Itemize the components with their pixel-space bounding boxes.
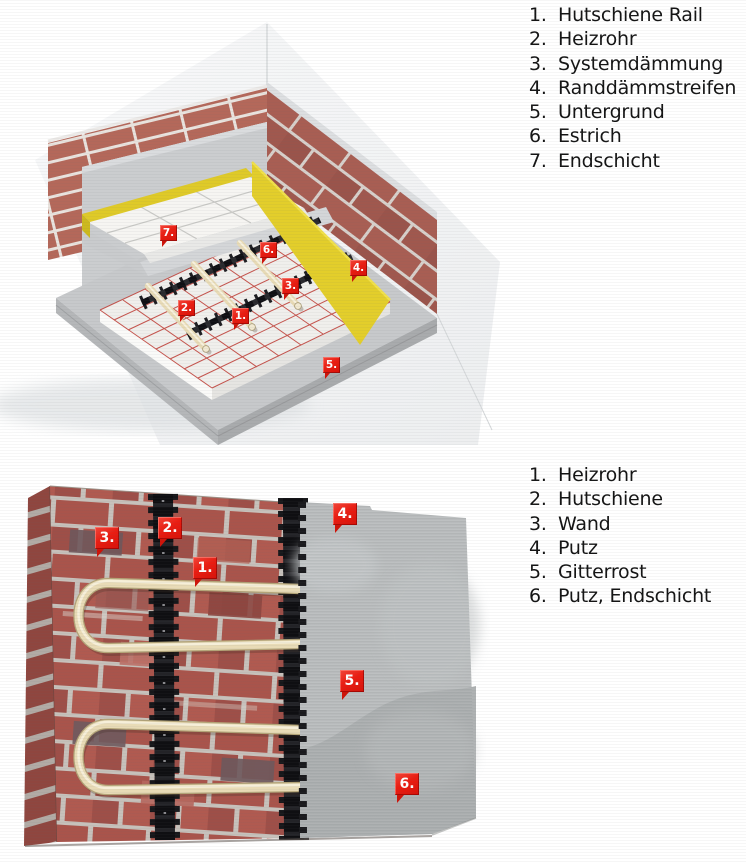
- legend-item: 1. Heizrohr: [529, 463, 711, 487]
- legend-item: 4. Putz: [529, 536, 711, 560]
- hutschiene-rail-left: [148, 493, 180, 841]
- legend-number: 5.: [529, 561, 547, 584]
- floor-marker-3: 3.: [282, 278, 299, 300]
- legend-item: 1. Hutschiene Rail: [529, 3, 736, 27]
- right-brick-wall: [267, 82, 437, 314]
- legend-number: 1.: [529, 4, 547, 26]
- legend-item: 7. Endschicht: [529, 149, 736, 173]
- wall-marker-2: 2.: [158, 517, 182, 547]
- legend-number: 7.: [529, 149, 547, 172]
- legend-label: Heizrohr: [558, 464, 637, 486]
- legend-number: 2.: [529, 488, 547, 511]
- wall-heating-diagram: 1. 2. 3. 4. 5. 6.: [0, 440, 520, 862]
- legend-item: 5. Gitterrost: [529, 560, 711, 584]
- legend-number: 5.: [529, 101, 547, 124]
- wall-heating-illustration: [24, 485, 480, 847]
- legend-number: 4.: [529, 76, 547, 99]
- legend-label: Gitterrost: [558, 561, 647, 584]
- floor-marker-4: 4.: [350, 260, 367, 282]
- legend-item: 2. Heizrohr: [529, 27, 736, 51]
- wall-marker-4: 4.: [333, 503, 357, 533]
- rail-teeth-in-plaster: [298, 501, 307, 839]
- legend-number: 6.: [529, 585, 547, 608]
- legend-number: 2.: [529, 28, 547, 51]
- legend-item: 3. Wand: [529, 512, 711, 536]
- right-wall-coping: [267, 82, 437, 222]
- legend-label: Wand: [558, 512, 611, 535]
- legend-number: 4.: [529, 536, 547, 559]
- legend-label: Putz, Endschicht: [558, 585, 712, 608]
- wall-legend: 1. Heizrohr 2. Hutschiene 3. Wand 4. Putz 5.…: [529, 463, 711, 609]
- legend-label: Endschicht: [558, 149, 660, 172]
- legend-number: 6.: [529, 125, 547, 148]
- heizrohr-serpentine: [73, 577, 308, 799]
- brick-variations: [62, 529, 275, 807]
- legend-label: Hutschiene Rail: [558, 4, 703, 26]
- wall-bottom-edge: [24, 817, 477, 847]
- floor-marker-5: 5.: [323, 357, 340, 379]
- endschicht-tiles: [88, 176, 310, 263]
- floor-marker-2: 2.: [178, 300, 195, 322]
- legend-item: 5. Untergrund: [529, 100, 736, 124]
- floor-marker-1: 1.: [232, 308, 249, 330]
- legend-item: 2. Hutschiene: [529, 487, 711, 511]
- tile-joints: [106, 186, 286, 244]
- floor-legend: 1. Hutschiene Rail 2. Heizrohr 3. Systemdäm…: [529, 3, 736, 173]
- legend-label: Hutschiene: [558, 488, 663, 511]
- legend-item: 6. Estrich: [529, 124, 736, 148]
- legend-item: 6. Putz, Endschicht: [529, 584, 711, 608]
- wall-marker-6: 6.: [395, 773, 419, 803]
- right-wall-bricks: [267, 90, 437, 314]
- wall-marker-1: 1.: [193, 557, 217, 587]
- floor-heating-diagram: 1. 2. 3. 4. 5. 6. 7.: [0, 0, 520, 445]
- floor-marker-6: 6.: [260, 242, 277, 264]
- left-wall-bricks: [48, 88, 267, 260]
- legend-item: 3. Systemdämmung: [529, 52, 736, 76]
- legend-item: 4. Randdämmstreifen: [529, 76, 736, 100]
- legend-label: Systemdämmung: [558, 52, 724, 75]
- wall-marker-5: 5.: [340, 670, 364, 700]
- plaster-area: [293, 501, 480, 839]
- legend-label: Heizrohr: [558, 28, 637, 51]
- randdaemmstreifen-yellow: [82, 161, 391, 345]
- legend-number: 1.: [529, 464, 547, 486]
- wall-marker-3: 3.: [95, 527, 119, 557]
- legend-label: Randdämmstreifen: [558, 76, 737, 99]
- legend-label: Estrich: [558, 125, 622, 148]
- floor-marker-7: 7.: [160, 225, 177, 247]
- legend-number: 3.: [529, 52, 547, 75]
- floor-heating-illustration: [0, 22, 500, 445]
- legend-label: Untergrund: [558, 101, 665, 124]
- legend-label: Putz: [558, 536, 598, 559]
- wall-side-face: [24, 486, 57, 846]
- legend-number: 3.: [529, 512, 547, 535]
